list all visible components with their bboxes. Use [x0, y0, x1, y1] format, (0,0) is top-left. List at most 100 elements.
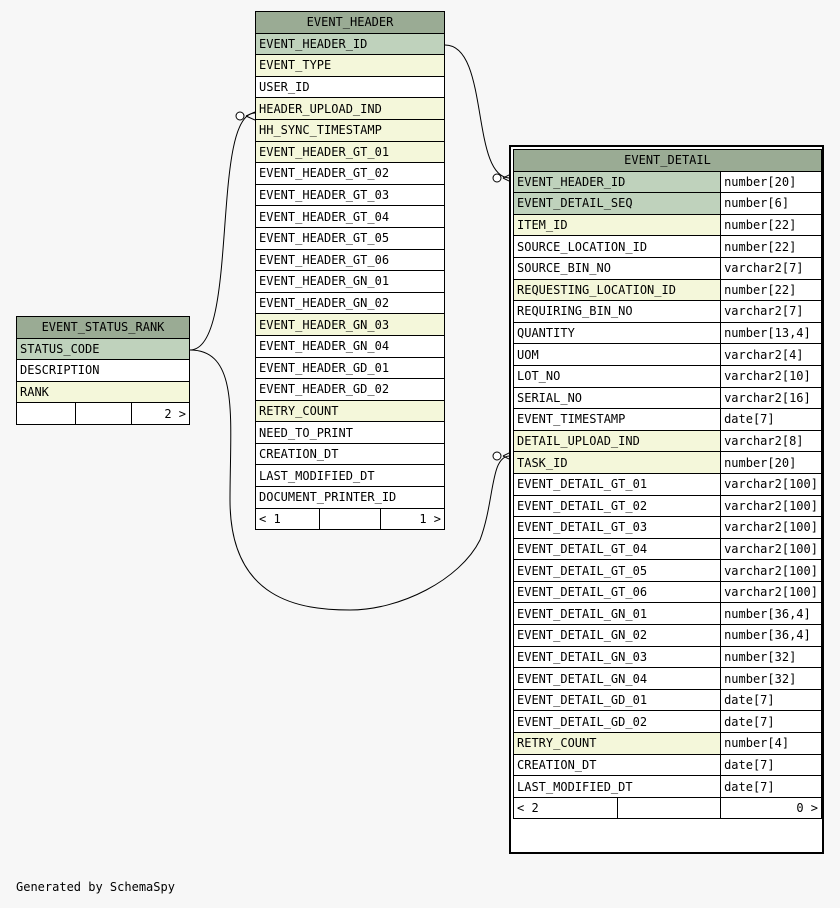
column-name: REQUIRING_BIN_NO — [512, 300, 722, 323]
column-name: EVENT_HEADER_GN_01 — [255, 270, 445, 293]
column-name: STATUS_CODE — [16, 337, 190, 361]
column-row: EVENT_HEADER_GT_03 — [255, 183, 445, 207]
table-footer-row: < 2 0 > — [513, 796, 822, 820]
footer-cell: 1 > — [380, 507, 445, 531]
column-name: DESCRIPTION — [16, 359, 190, 382]
column-row: EVENT_HEADER_ID — [255, 32, 445, 56]
column-row: EVENT_HEADER_GD_02 — [255, 378, 445, 401]
column-type: number[36,4] — [720, 602, 822, 626]
column-type: varchar2[16] — [720, 386, 822, 410]
column-name: EVENT_HEADER_GT_06 — [255, 248, 445, 272]
column-type: varchar2[100] — [720, 472, 822, 496]
column-name: EVENT_DETAIL_SEQ — [512, 192, 722, 215]
column-name: REQUESTING_LOCATION_ID — [512, 278, 722, 302]
column-row: EVENT_HEADER_GN_01 — [255, 270, 445, 293]
column-name: EVENT_DETAIL_GT_03 — [512, 516, 722, 539]
column-type: varchar2[100] — [720, 516, 822, 539]
table-title-row: EVENT_STATUS_RANK — [16, 316, 190, 339]
column-row: CREATION_DT — [255, 442, 445, 466]
column-name: QUANTITY — [512, 321, 722, 345]
footer-cell — [74, 402, 133, 425]
column-name: HH_SYNC_TIMESTAMP — [255, 118, 445, 142]
column-type: number[20] — [720, 451, 822, 474]
table-title: EVENT_HEADER — [255, 11, 445, 34]
column-type: date[7] — [720, 710, 822, 734]
footer-cell: 2 > — [131, 402, 190, 425]
table-footer-row: 2 > — [16, 402, 190, 425]
column-name: RETRY_COUNT — [512, 732, 722, 755]
footer-cell — [318, 507, 382, 531]
column-name: HEADER_UPLOAD_IND — [255, 97, 445, 120]
column-name: EVENT_TYPE — [255, 54, 445, 77]
table-title: EVENT_STATUS_RANK — [16, 316, 190, 339]
column-type: number[32] — [720, 645, 822, 669]
column-name: EVENT_HEADER_GT_05 — [255, 226, 445, 250]
column-name: LAST_MODIFIED_DT — [255, 464, 445, 488]
column-name: USER_ID — [255, 75, 445, 99]
column-name: EVENT_HEADER_GD_01 — [255, 356, 445, 380]
footer-cell: < 2 — [513, 796, 618, 820]
column-name: EVENT_DETAIL_GT_01 — [512, 472, 722, 496]
column-row: EVENT_HEADER_GN_04 — [255, 334, 445, 358]
column-name: TASK_ID — [512, 451, 722, 474]
column-name: EVENT_HEADER_GT_01 — [255, 140, 445, 164]
column-name: DOCUMENT_PRINTER_ID — [255, 486, 445, 509]
column-row: LAST_MODIFIED_DT — [255, 464, 445, 488]
footer-cell: 0 > — [720, 796, 822, 820]
column-name: SOURCE_LOCATION_ID — [512, 235, 722, 258]
column-type: number[20] — [720, 170, 822, 194]
column-name: EVENT_DETAIL_GN_03 — [512, 645, 722, 669]
column-name: NEED_TO_PRINT — [255, 421, 445, 444]
column-type: number[13,4] — [720, 321, 822, 345]
column-name: LAST_MODIFIED_DT — [512, 775, 722, 798]
column-row: EVENT_HEADER_GT_02 — [255, 162, 445, 185]
rel-header-to-detail-end — [492, 173, 502, 183]
column-row: EVENT_HEADER_GT_06 — [255, 248, 445, 272]
column-name: EVENT_DETAIL_GD_01 — [512, 688, 722, 712]
column-type: varchar2[10] — [720, 364, 822, 388]
column-row: EVENT_HEADER_GT_05 — [255, 226, 445, 250]
column-name: EVENT_HEADER_GN_04 — [255, 334, 445, 358]
column-type: number[32] — [720, 667, 822, 690]
rel-header-to-detail — [444, 44, 511, 179]
column-name: EVENT_DETAIL_GD_02 — [512, 710, 722, 734]
column-row: DESCRIPTION — [16, 359, 190, 382]
column-type: varchar2[8] — [720, 429, 822, 453]
column-type: date[7] — [720, 753, 822, 777]
footer-cell — [616, 796, 722, 820]
column-row: EVENT_HEADER_GD_01 — [255, 356, 445, 380]
column-name: EVENT_HEADER_GD_02 — [255, 378, 445, 401]
column-type: varchar2[4] — [720, 343, 822, 366]
column-name: EVENT_DETAIL_GT_06 — [512, 580, 722, 604]
column-type: number[22] — [720, 213, 822, 237]
column-row: RETRY_COUNT — [255, 399, 445, 423]
column-type: number[36,4] — [720, 624, 822, 647]
column-name: EVENT_HEADER_GT_04 — [255, 205, 445, 228]
column-name: ITEM_ID — [512, 213, 722, 237]
column-type: varchar2[7] — [720, 300, 822, 323]
column-name: EVENT_HEADER_ID — [512, 170, 722, 194]
table-title-row: EVENT_HEADER — [255, 11, 445, 34]
column-row: RANK — [16, 380, 190, 404]
column-name: UOM — [512, 343, 722, 366]
column-type: varchar2[7] — [720, 256, 822, 280]
